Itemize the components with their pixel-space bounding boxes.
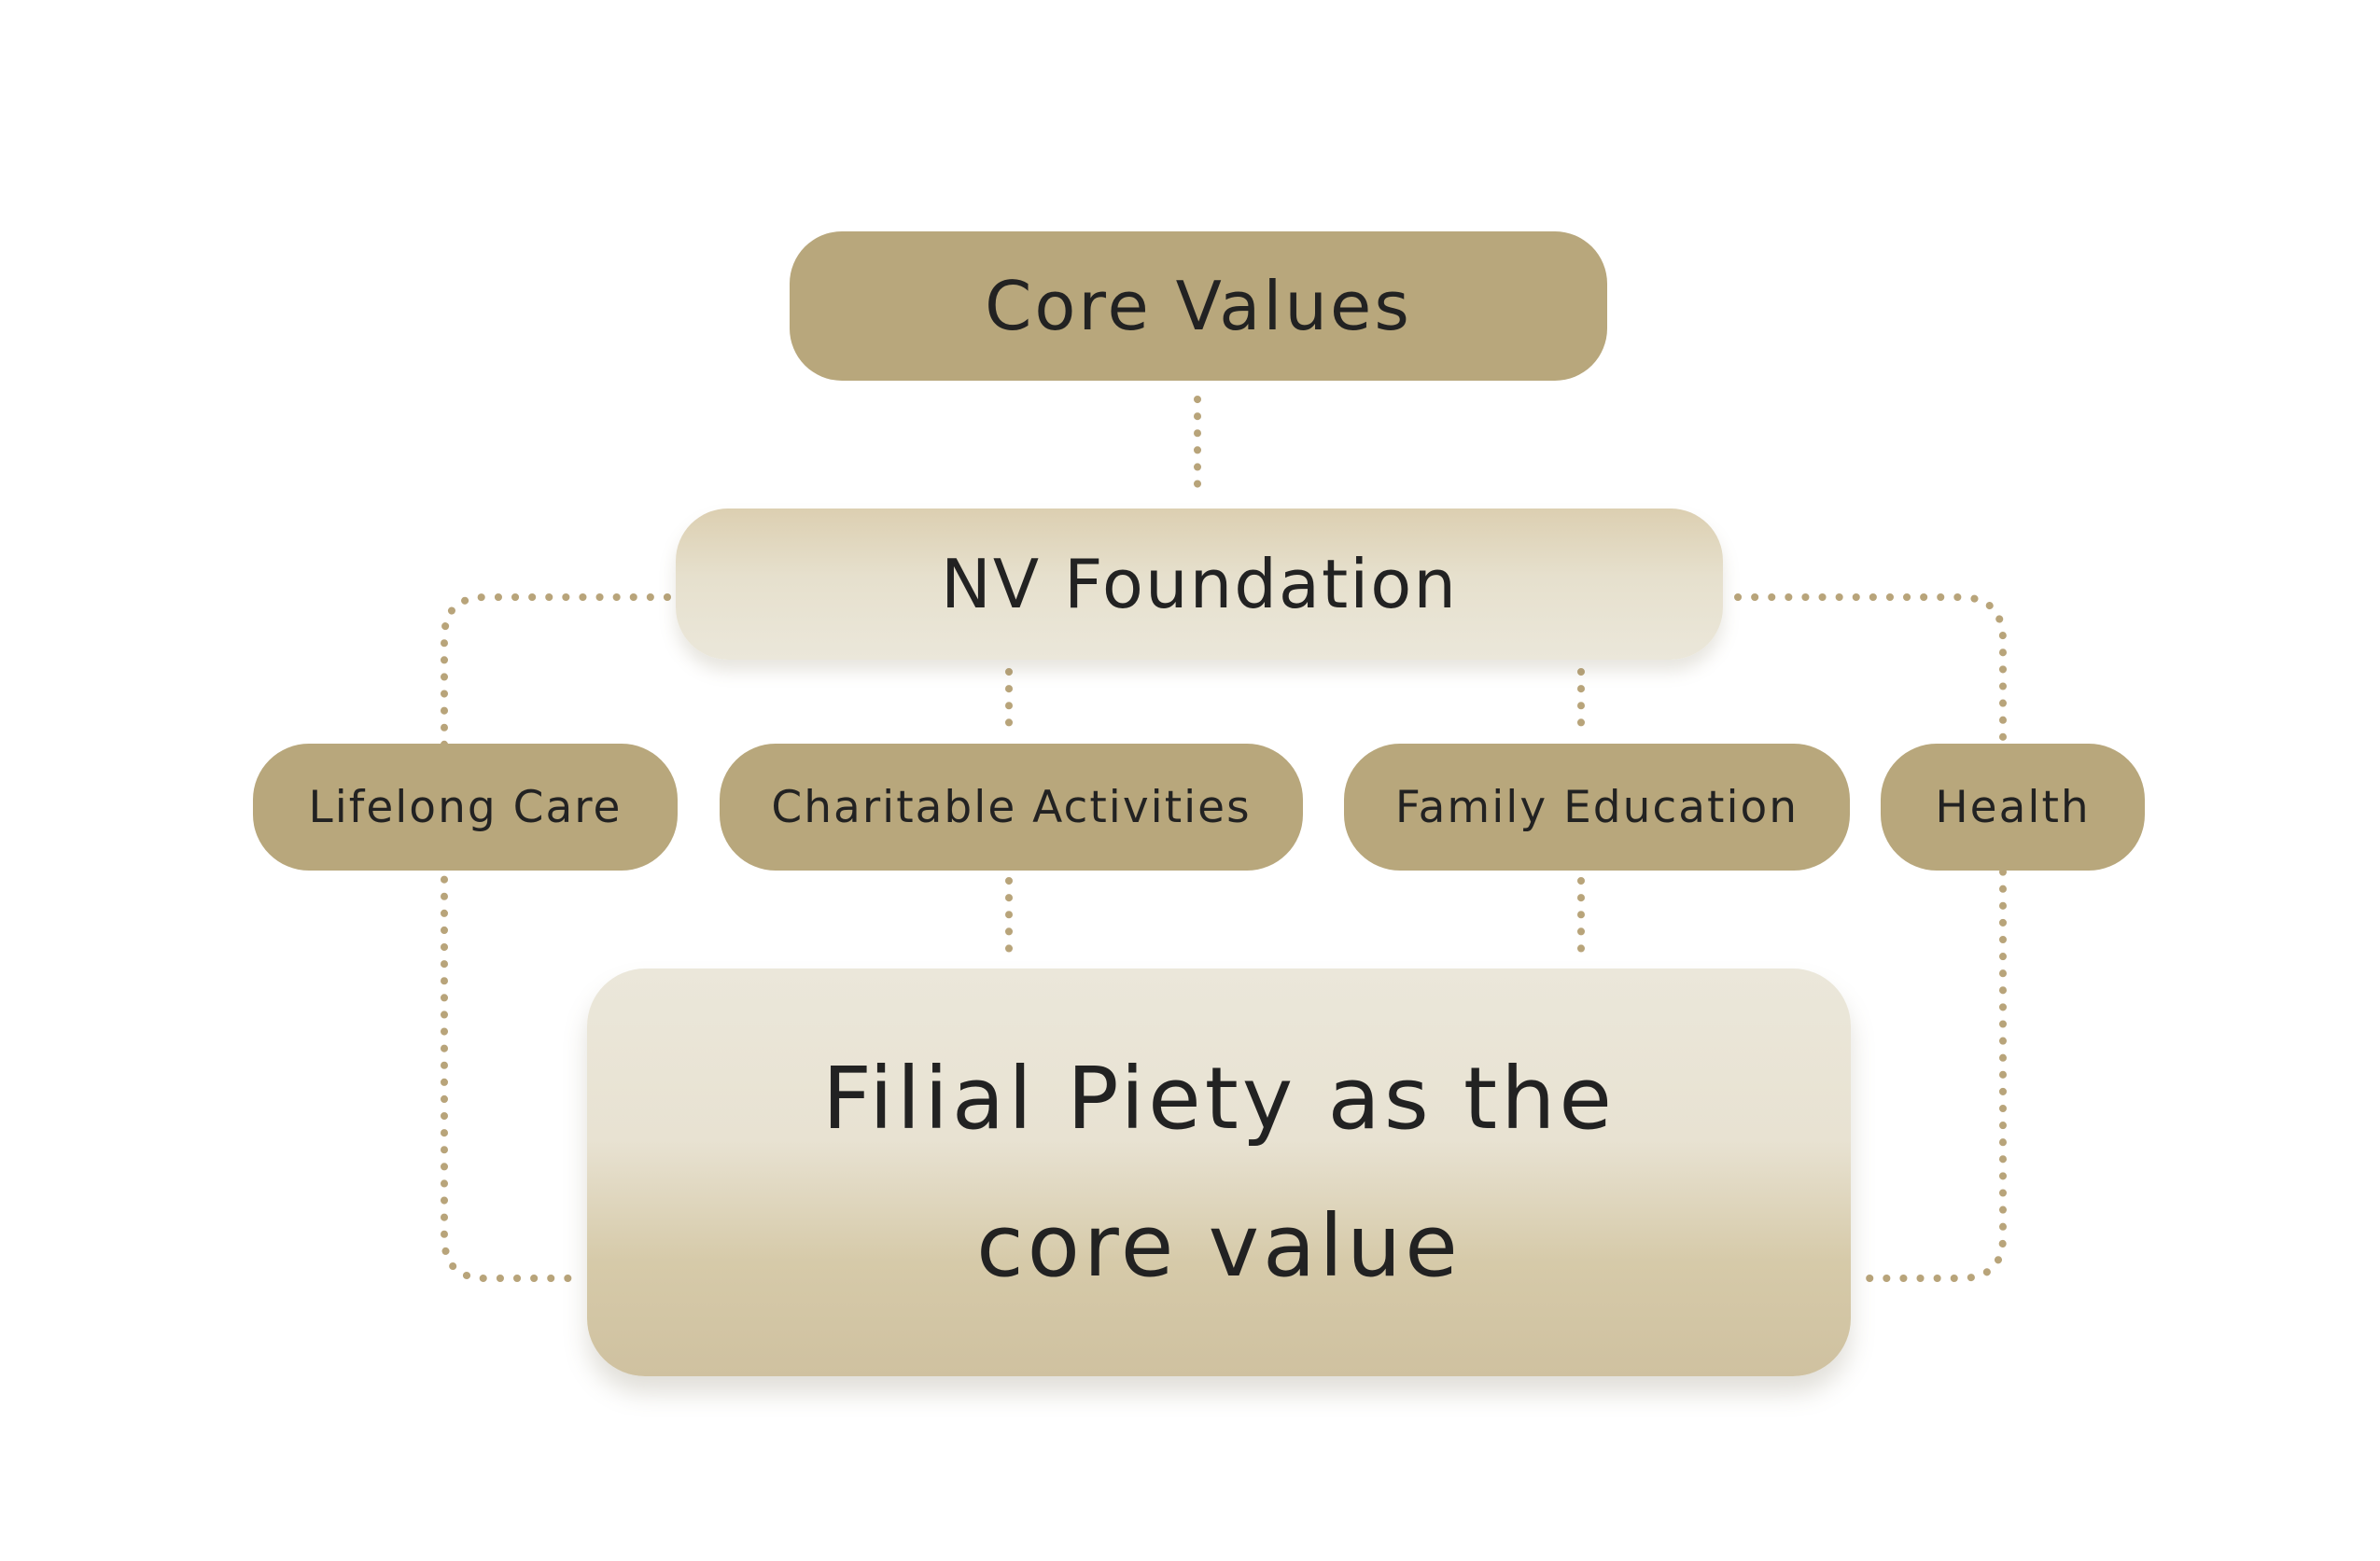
branch-lifelong-care: Lifelong Care (253, 744, 678, 871)
nv-foundation-box: NV Foundation (676, 509, 1723, 660)
branch-family-education: Family Education (1344, 744, 1850, 871)
connector-right-outer-loop (1734, 593, 2007, 1282)
filial-piety-box: Filial Piety as the core value (587, 969, 1851, 1376)
branch-label: Family Education (1394, 781, 1799, 833)
branch-label: Lifelong Care (308, 781, 623, 833)
branch-health: Health (1881, 744, 2145, 871)
filial-piety-line-1: Filial Piety as the (821, 1048, 1616, 1149)
branch-label: Health (1935, 781, 2091, 833)
nv-foundation-label: NV Foundation (941, 545, 1458, 623)
core-values-box: Core Values (790, 231, 1607, 381)
filial-piety-line-2: core value (976, 1195, 1462, 1296)
branch-label: Charitable Activities (771, 781, 1252, 833)
connector-left-outer-loop (441, 593, 671, 1282)
branch-charitable-activities: Charitable Activities (720, 744, 1303, 871)
core-values-title: Core Values (985, 267, 1412, 345)
